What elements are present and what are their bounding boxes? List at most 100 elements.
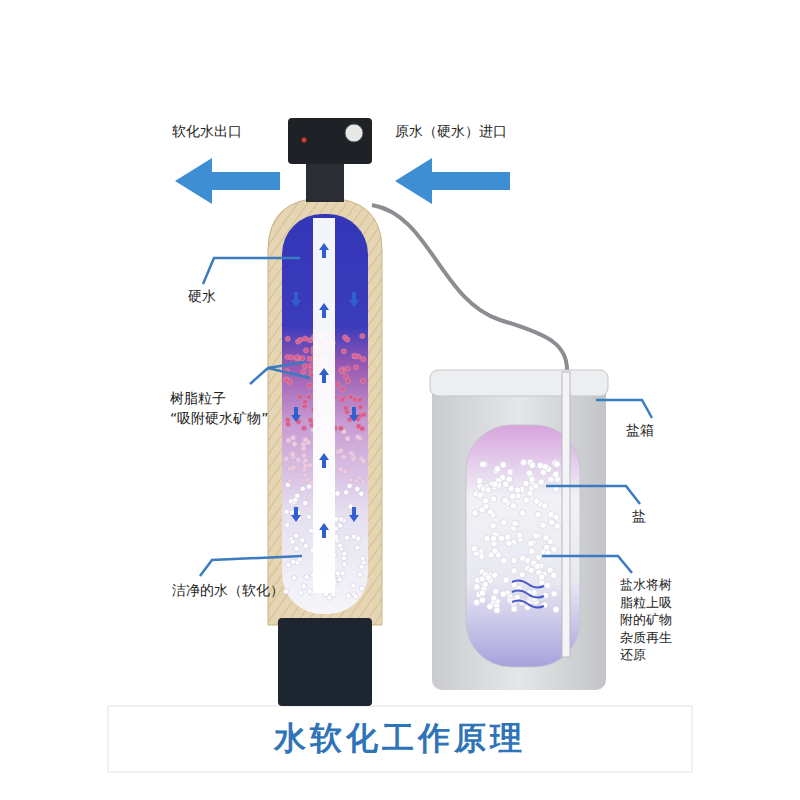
resin-bead <box>346 593 351 598</box>
callout-label: 树脂粒子 “吸附硬水矿物” <box>170 388 282 429</box>
flow-arrow <box>319 303 329 318</box>
resin-bead <box>284 509 289 514</box>
resin-bead <box>351 534 356 539</box>
callout-label: 软化水出口 <box>172 121 242 141</box>
resin-bead <box>361 357 366 362</box>
salt-grain <box>528 567 534 573</box>
salt-grain <box>501 519 507 525</box>
resin-bead <box>341 349 346 354</box>
salt-grain <box>548 519 554 525</box>
resin-bead <box>342 561 347 566</box>
salt-grain <box>520 459 526 465</box>
resin-bead <box>357 397 362 402</box>
resin-bead <box>288 478 293 483</box>
resin-bead <box>307 463 312 468</box>
salt-grain <box>539 574 545 580</box>
salt-grain <box>503 577 509 583</box>
resin-bead <box>307 383 312 388</box>
salt-grain <box>473 599 479 605</box>
callout-label: 盐水将树脂粒上吸附的矿物杂质再生还原 <box>620 576 678 664</box>
salt-grain <box>494 607 500 613</box>
resin-bead <box>351 583 356 588</box>
resin-bead <box>292 441 297 446</box>
salt-grain <box>479 597 485 603</box>
resin-bead <box>358 404 363 409</box>
resin-bead <box>290 435 295 440</box>
outlet-arrow <box>175 158 280 204</box>
salt-grain <box>474 584 480 590</box>
salt-grain <box>500 591 506 597</box>
salt-grain <box>501 558 507 564</box>
resin-bead <box>306 484 311 489</box>
salt-grain <box>534 563 540 569</box>
title-band <box>108 706 692 772</box>
salt-grain <box>535 511 541 517</box>
salt-grain <box>492 481 498 487</box>
flow-arrow <box>319 243 329 258</box>
salt-grain <box>506 540 512 546</box>
resin-bead <box>303 458 308 463</box>
salt-grain <box>511 606 517 612</box>
salt-grain <box>492 548 498 554</box>
salt-grain <box>482 498 488 504</box>
resin-bead <box>335 491 340 496</box>
resin-bead <box>345 366 350 371</box>
salt-grain <box>485 574 491 580</box>
resin-bead <box>301 426 306 431</box>
resin-bead <box>283 377 288 382</box>
salt-grain <box>501 496 507 502</box>
brine-flow <box>512 580 544 607</box>
salt-grain <box>538 479 544 485</box>
salt-grain <box>548 476 554 482</box>
resin-bead <box>305 477 310 482</box>
resin-bead <box>298 337 303 342</box>
resin-bead <box>291 465 296 470</box>
resin-bead <box>290 452 295 457</box>
resin-bead <box>340 387 345 392</box>
resin-bead <box>337 523 342 528</box>
salt-grain <box>480 461 486 467</box>
resin-bead <box>339 368 344 373</box>
resin-bead <box>359 586 364 591</box>
callout-label: 原水（硬水）进口 <box>395 121 507 141</box>
flow-arrow <box>349 407 359 422</box>
salt-grain <box>505 534 511 540</box>
resin-bead <box>352 353 357 358</box>
resin-bead <box>357 475 362 480</box>
salt-grain <box>476 478 482 484</box>
resin-bead <box>302 453 307 458</box>
salt-grain <box>528 540 534 546</box>
resin-bead <box>303 348 308 353</box>
resin-bead <box>303 336 308 341</box>
salt-grain <box>511 568 517 574</box>
salt-grain <box>529 476 535 482</box>
resin-bead <box>344 490 349 495</box>
resin-bead <box>294 533 299 538</box>
callout-label: 盐箱 <box>626 420 654 440</box>
resin-bead <box>337 543 342 548</box>
salt-grain <box>540 522 546 528</box>
salt-grain <box>541 503 547 509</box>
resin-bead <box>361 412 366 417</box>
resin-bead <box>286 438 291 443</box>
resin-bead <box>286 422 291 427</box>
resin-bead <box>300 538 305 543</box>
resin-bead <box>298 590 303 595</box>
salt-grain <box>520 510 526 516</box>
resin-bead <box>289 355 294 360</box>
resin-bead <box>301 584 306 589</box>
salt-grain <box>534 498 540 504</box>
tank-shell <box>268 198 382 625</box>
brine-well <box>562 372 570 657</box>
resin-bead <box>345 337 350 342</box>
flow-arrows <box>291 243 359 538</box>
resin-bead <box>361 458 366 463</box>
resin-bead <box>284 589 289 594</box>
resin-bead <box>291 559 296 564</box>
salt-grain <box>502 497 508 503</box>
resin-bead <box>351 457 356 462</box>
resin-bead <box>306 514 311 519</box>
salt-grain <box>535 554 541 560</box>
resin-bead <box>303 543 308 548</box>
